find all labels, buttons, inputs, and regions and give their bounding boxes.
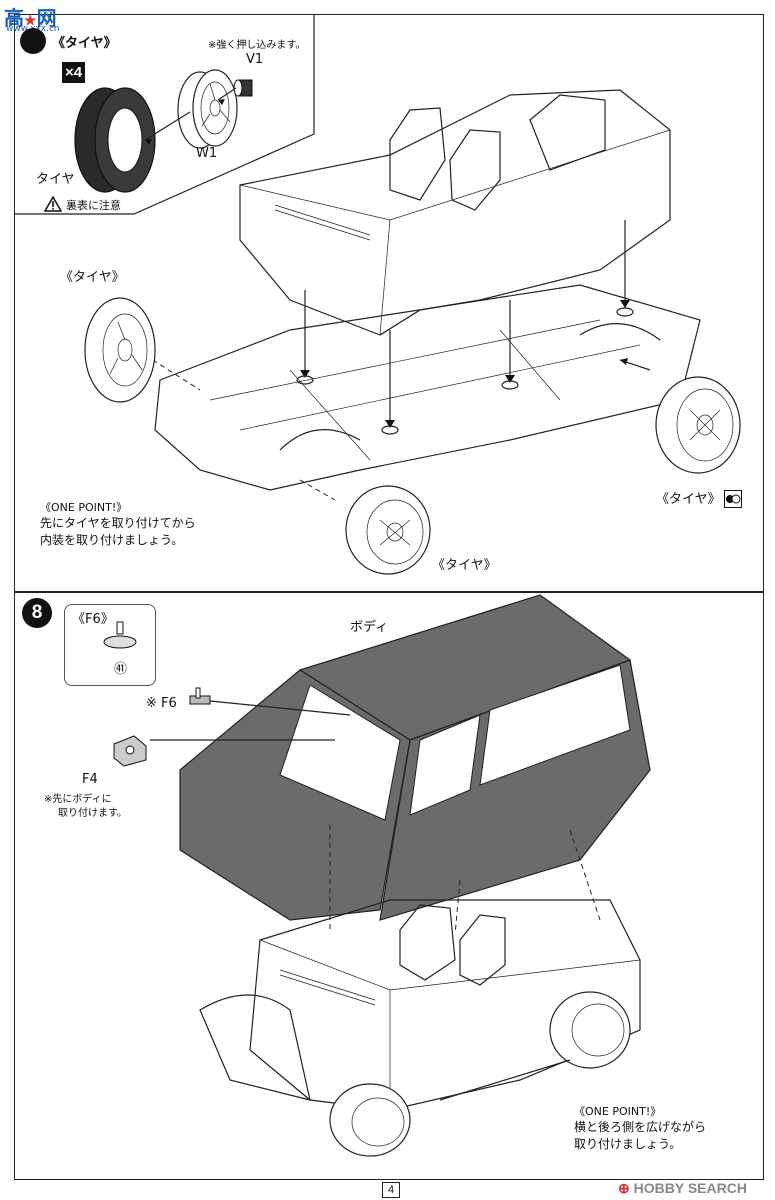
f6-box-title: 《F6》: [72, 612, 114, 627]
f4-note-line1: ※先にボディに: [44, 794, 112, 805]
tire-group-title: 《タイヤ》: [52, 36, 117, 51]
step8-one-point-line2: 取り付けましょう。: [574, 1137, 682, 1151]
f4-label: F4: [82, 772, 98, 787]
watermark-char-1: 高: [4, 8, 24, 30]
tire-right-label: 《タイヤ》: [656, 492, 721, 507]
body-label: ボディ: [350, 620, 389, 635]
step7-one-point-line2: 内装を取り付けましょう。: [40, 533, 184, 547]
tire-subassembly-box: [14, 14, 315, 215]
rear-right-tire-drawing: [655, 376, 741, 474]
f6-detail-box: [64, 604, 156, 686]
tire-mark-icon: [724, 490, 742, 508]
multiplier-badge: ×4: [62, 62, 86, 83]
caution-text: 裏表に注意: [66, 199, 121, 212]
f6-mirror-drawing: [103, 621, 137, 649]
tire-left-label: 《タイヤ》: [60, 270, 125, 285]
watermark-char-2: 网: [36, 8, 57, 30]
assembled-chassis-drawing: [199, 899, 641, 1157]
f4-note-line2: 取り付けます。: [58, 808, 127, 819]
warning-icon: [44, 196, 62, 212]
press-note: ※強く押し込みます。: [208, 40, 306, 51]
f4-part-drawing: [113, 735, 147, 767]
front-left-tire-drawing: [84, 297, 156, 403]
step8-one-point-line1: 横と後ろ側を広げながら: [574, 1120, 707, 1134]
part-v1-label: V1: [246, 52, 264, 67]
step8-one-point-title: 《ONE POINT!》: [574, 1105, 662, 1118]
step7-one-point-line1: 先にタイヤを取り付けてから: [40, 516, 196, 530]
part-w1-label: W1: [196, 146, 218, 161]
f6-part-drawing: [189, 687, 211, 705]
car-body-drawing: [150, 594, 651, 930]
step7-one-point-title: 《ONE POINT!》: [40, 501, 128, 514]
tire-wheel-exploded-drawing: [74, 69, 253, 193]
page-number: 4: [382, 1182, 400, 1198]
f6-box-part-number: ㊶: [114, 662, 128, 677]
chassis-interior-drawing: [144, 89, 701, 501]
step7-badge: [20, 28, 46, 54]
watermark-text: HOBBY SEARCH: [633, 1180, 747, 1196]
site-watermark-logo: 高★网: [4, 8, 57, 30]
f6-label: ※ F6: [146, 696, 177, 711]
tire-bottom-label: 《タイヤ》: [432, 558, 497, 573]
hobby-search-watermark: ⊕ HOBBY SEARCH: [618, 1180, 747, 1197]
watermark-logo-icon: ⊕: [618, 1180, 630, 1196]
front-right-tire-drawing: [345, 485, 431, 575]
step8-badge: 8: [22, 598, 52, 628]
tire-label: タイヤ: [36, 172, 75, 187]
